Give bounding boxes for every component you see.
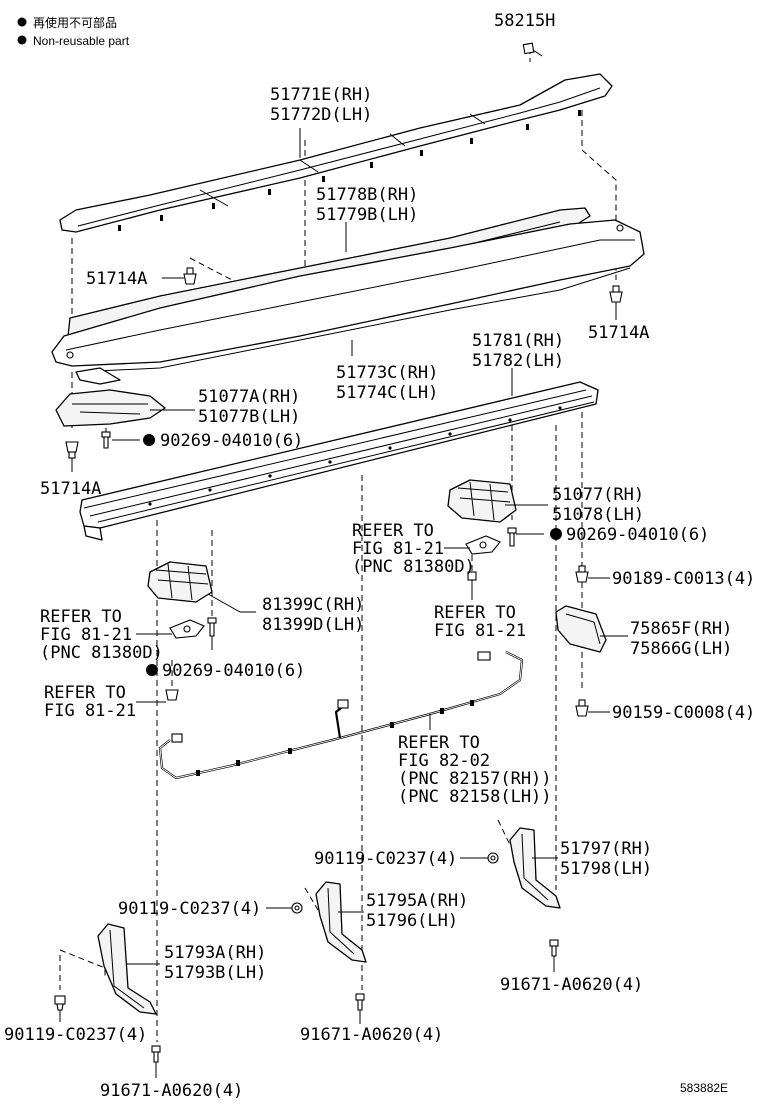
clip-51714a-right — [609, 285, 623, 303]
bracket-51795a — [315, 881, 367, 963]
label-75865f: 75865F(RH) — [630, 619, 732, 639]
label-91671-right: 91671-A0620(4) — [500, 975, 643, 995]
ref-fig-81-21-d-line1: REFER TO — [44, 683, 126, 703]
screw-90269-left — [207, 617, 217, 637]
label-51714a-upper: 51714A — [86, 269, 147, 289]
ref-fig-81-21-c-line2: FIG 81-21 — [40, 625, 132, 645]
label-91671-middle: 91671-A0620(4) — [300, 1025, 443, 1045]
clip-ref-81-21-left — [165, 689, 179, 701]
screw-90269-upper — [101, 431, 111, 449]
ref-fig-82-02-line1: REFER TO — [398, 733, 480, 753]
label-51714a-right: 51714A — [588, 323, 649, 343]
clip-90189-c0013 — [575, 565, 589, 583]
nut-ref-81380d-left — [169, 619, 205, 639]
label-90159: 90159-C0008(4) — [612, 703, 755, 723]
label-51773c: 51773C(RH) — [336, 363, 438, 383]
label-58215h: 58215H — [494, 11, 555, 31]
ref-fig-82-02-line2: FIG 82-02 — [398, 751, 490, 771]
label-51778b: 51778B(RH) — [316, 185, 418, 205]
clip-90159-c0008 — [575, 699, 589, 717]
figure-code: 583882E — [680, 1081, 728, 1095]
bolt-91671-left — [151, 1045, 161, 1063]
label-81399d: 81399D(LH) — [262, 615, 364, 635]
label-51781: 51781(RH) — [472, 331, 564, 351]
legend-jp: 再使用不可部品 — [33, 15, 117, 30]
label-51077: 51077(RH) — [552, 485, 644, 505]
cover-75865f — [555, 605, 607, 653]
bracket-51793a — [97, 923, 157, 1015]
label-51798: 51798(LH) — [560, 859, 652, 879]
label-75866g: 75866G(LH) — [630, 639, 732, 659]
label-51797: 51797(RH) — [560, 839, 652, 859]
ref-fig-81-21-c-line3: (PNC 81380D) — [40, 643, 163, 663]
wire-harness — [158, 651, 524, 780]
ref-fig-82-02-line3: (PNC 82157(RH)) — [398, 769, 552, 789]
non-reusable-dot-icon — [143, 434, 155, 446]
clip-58215h — [522, 42, 543, 57]
label-90269-upper: 90269-04010(6) — [160, 431, 303, 451]
bracket-51077 — [447, 479, 517, 523]
non-reusable-dot-icon — [17, 17, 27, 27]
step-board-51781 — [79, 381, 599, 541]
label-90269-left: 90269-04010(6) — [162, 661, 305, 681]
label-51774c: 51774C(LH) — [336, 383, 438, 403]
ref-fig-82-02-line4: (PNC 82158(LH)) — [398, 787, 552, 807]
step-moulding-51771e — [59, 73, 613, 233]
non-reusable-dot-icon — [550, 528, 562, 540]
clip-51714a-upper — [183, 267, 197, 285]
label-51782: 51782(LH) — [472, 351, 564, 371]
ref-fig-81-21-c-line1: REFER TO — [40, 607, 122, 627]
label-90119-left: 90119-C0237(4) — [4, 1025, 147, 1045]
bracket-51797 — [509, 827, 561, 909]
label-51077a: 51077A(RH) — [198, 387, 300, 407]
bolt-91671-middle — [355, 993, 365, 1011]
label-81399c: 81399C(RH) — [262, 595, 364, 615]
screw-90269-right — [507, 527, 517, 547]
label-90269-right: 90269-04010(6) — [566, 525, 709, 545]
bracket-81399c — [147, 561, 213, 603]
label-51078: 51078(LH) — [552, 505, 644, 525]
label-51795a: 51795A(RH) — [366, 891, 468, 911]
ref-fig-81-21-a-line2: FIG 81-21 — [352, 539, 444, 559]
legend-en: Non-reusable part — [33, 34, 130, 48]
nut-90119-middle — [291, 902, 303, 914]
step-panel-51773c — [51, 219, 645, 385]
label-51077b: 51077B(LH) — [198, 407, 300, 427]
non-reusable-dot-icon — [146, 664, 158, 676]
clip-51714a-left — [65, 441, 79, 459]
nut-90119-right — [487, 852, 499, 864]
nut-90119-left — [54, 995, 66, 1011]
nut-ref-81380d-right — [465, 535, 501, 581]
ref-fig-81-21-b-line1: REFER TO — [434, 603, 516, 623]
label-91671-left: 91671-A0620(4) — [100, 1081, 243, 1101]
ref-fig-81-21-a-line3: (PNC 81380D) — [352, 557, 475, 577]
bolt-91671-right — [549, 939, 559, 957]
non-reusable-dot-icon — [17, 35, 27, 45]
label-90189: 90189-C0013(4) — [612, 569, 755, 589]
ref-fig-81-21-b-line2: FIG 81-21 — [434, 621, 526, 641]
bracket-51077a — [55, 389, 166, 427]
label-90119-right: 90119-C0237(4) — [314, 849, 457, 869]
label-51793a: 51793A(RH) — [164, 943, 266, 963]
label-51714a-left: 51714A — [40, 479, 101, 499]
label-51772d: 51772D(LH) — [270, 105, 372, 125]
label-51779b: 51779B(LH) — [316, 205, 418, 225]
ref-fig-81-21-d-line2: FIG 81-21 — [44, 701, 136, 721]
label-51771e: 51771E(RH) — [270, 85, 372, 105]
label-51796: 51796(LH) — [366, 911, 458, 931]
leader-lines — [59, 128, 628, 1078]
label-90119-middle: 90119-C0237(4) — [118, 899, 261, 919]
ref-fig-81-21-a-line1: REFER TO — [352, 521, 434, 541]
label-51793b: 51793B(LH) — [164, 963, 266, 983]
